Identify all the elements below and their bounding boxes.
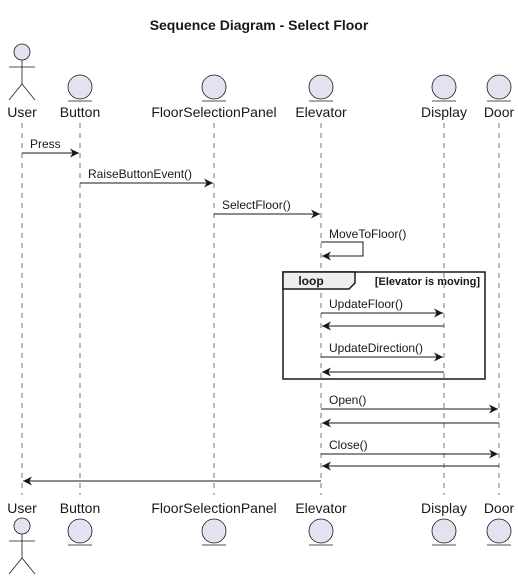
participant-label-bottom: Display bbox=[421, 500, 467, 516]
loop-fragment: loop [Elevator is moving] bbox=[282, 271, 486, 380]
participant-label-top: Display bbox=[421, 104, 467, 120]
message-update-direction: UpdateDirection() bbox=[321, 341, 443, 362]
message-label: MoveToFloor() bbox=[329, 227, 406, 241]
user-actor-icon-bottom bbox=[8, 517, 36, 575]
floor-selection-panel-entity-icon-top bbox=[201, 74, 227, 102]
participant-label-bottom: Elevator bbox=[295, 500, 347, 516]
door-entity-icon-bottom bbox=[486, 518, 512, 546]
loop-guard: [Elevator is moving] bbox=[375, 276, 480, 288]
participants: UserUserButtonButtonFloorSelectionPanelF… bbox=[7, 43, 515, 575]
button-entity-icon-top bbox=[67, 74, 93, 102]
display-entity-icon-bottom bbox=[431, 518, 457, 546]
message-arrow bbox=[321, 241, 364, 261]
participant-label-top: Button bbox=[60, 104, 100, 120]
elevator-entity-icon-top bbox=[308, 74, 334, 102]
user-actor-icon-top bbox=[8, 43, 36, 101]
loop-keyword: loop bbox=[298, 274, 323, 288]
display-entity-icon-top bbox=[431, 74, 457, 102]
message-label: UpdateDirection() bbox=[329, 341, 423, 355]
participant-label-top: FloorSelectionPanel bbox=[151, 104, 276, 120]
participant-label-top: User bbox=[7, 104, 37, 120]
message-label: RaiseButtonEvent() bbox=[88, 167, 192, 181]
message-label: SelectFloor() bbox=[222, 198, 291, 212]
participant-label-bottom: User bbox=[7, 500, 37, 516]
floor-selection-panel-entity-icon-bottom bbox=[201, 518, 227, 546]
elevator-entity-icon-bottom bbox=[308, 518, 334, 546]
message-move-to-floor: MoveToFloor() bbox=[321, 227, 406, 261]
button-entity-icon-bottom bbox=[67, 518, 93, 546]
message-label: Open() bbox=[329, 393, 366, 407]
participant-label-top: Door bbox=[484, 104, 515, 120]
fragments: loop [Elevator is moving] bbox=[282, 271, 486, 380]
participant-label-top: Elevator bbox=[295, 104, 347, 120]
lifelines bbox=[21, 123, 500, 495]
door-entity-icon-top bbox=[486, 74, 512, 102]
loop-fragment-header bbox=[282, 271, 356, 290]
participant-label-bottom: Door bbox=[484, 500, 515, 516]
participant-label-bottom: FloorSelectionPanel bbox=[151, 500, 276, 516]
message-close: Close() bbox=[321, 438, 498, 459]
message-press: Press bbox=[22, 137, 79, 158]
diagram-title: Sequence Diagram - Select Floor bbox=[150, 17, 369, 33]
message-label: Close() bbox=[329, 438, 368, 452]
message-raise-button-event: RaiseButtonEvent() bbox=[80, 167, 213, 188]
participant-label-bottom: Button bbox=[60, 500, 100, 516]
message-select-floor: SelectFloor() bbox=[214, 198, 320, 219]
message-open: Open() bbox=[321, 393, 498, 414]
message-label: UpdateFloor() bbox=[329, 297, 403, 311]
message-update-floor: UpdateFloor() bbox=[321, 297, 443, 318]
message-label: Press bbox=[30, 137, 61, 151]
